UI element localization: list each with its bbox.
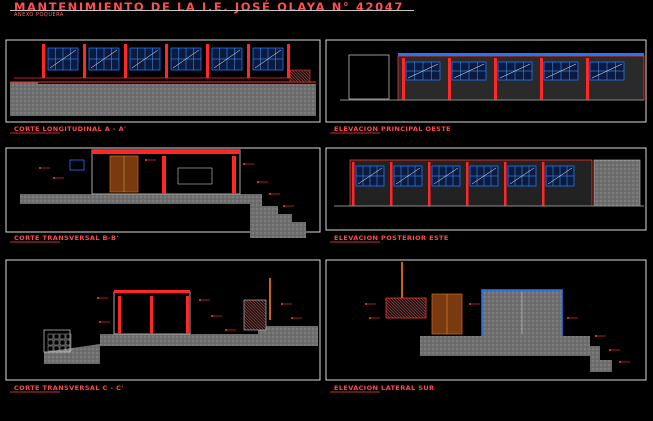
annotation-marks xyxy=(97,297,302,331)
panel-corte-transversal-c: CORTE TRANSVERSAL C - C' xyxy=(5,259,321,393)
facade-windows xyxy=(402,58,625,100)
panel-frame xyxy=(5,39,321,123)
drawing-subtitle: ANEXO POQUERA xyxy=(14,12,64,18)
stair-block xyxy=(243,299,267,331)
panel-frame xyxy=(325,259,647,381)
panel-label: CORTE TRANSVERSAL C - C' xyxy=(14,384,124,392)
panel-frame xyxy=(5,147,321,233)
panel-corte-longitudinal: CORTE LONGITUDINAL A - A' xyxy=(5,39,321,134)
panel-label: CORTE LONGITUDINAL A - A' xyxy=(14,125,126,133)
panel-elevacion-posterior: ELEVACION POSTERIOR ESTE xyxy=(325,147,647,243)
classroom-windows xyxy=(42,44,290,78)
panel-label: ELEVACION LATERAL SUR xyxy=(334,384,434,392)
side-block xyxy=(348,54,390,100)
panel-corte-transversal-b: CORTE TRANSVERSAL B-B' xyxy=(5,147,321,243)
panel-label: ELEVACION PRINCIPAL OESTE xyxy=(334,125,451,133)
annotation-marks xyxy=(39,159,294,207)
ground-section xyxy=(20,194,306,238)
panel-elevacion-principal: ELEVACION PRINCIPAL OESTE xyxy=(325,39,647,134)
panel-frame xyxy=(5,259,321,381)
side-block xyxy=(593,159,641,207)
retaining-lattice xyxy=(47,333,72,352)
ground-fill xyxy=(38,84,316,116)
panel-elevacion-lateral: ELEVACION LATERAL SUR xyxy=(325,259,647,393)
facade-windows xyxy=(352,162,575,206)
panel-label: CORTE TRANSVERSAL B-B' xyxy=(14,234,119,242)
panel-label: ELEVACION POSTERIOR ESTE xyxy=(334,234,449,242)
ground-section xyxy=(420,336,612,372)
ground-section xyxy=(44,326,318,364)
panel-frame xyxy=(325,147,647,231)
title-underline xyxy=(10,10,414,11)
annotation-marks xyxy=(365,303,630,363)
foundation-block xyxy=(10,82,38,116)
panel-frame xyxy=(325,39,647,123)
